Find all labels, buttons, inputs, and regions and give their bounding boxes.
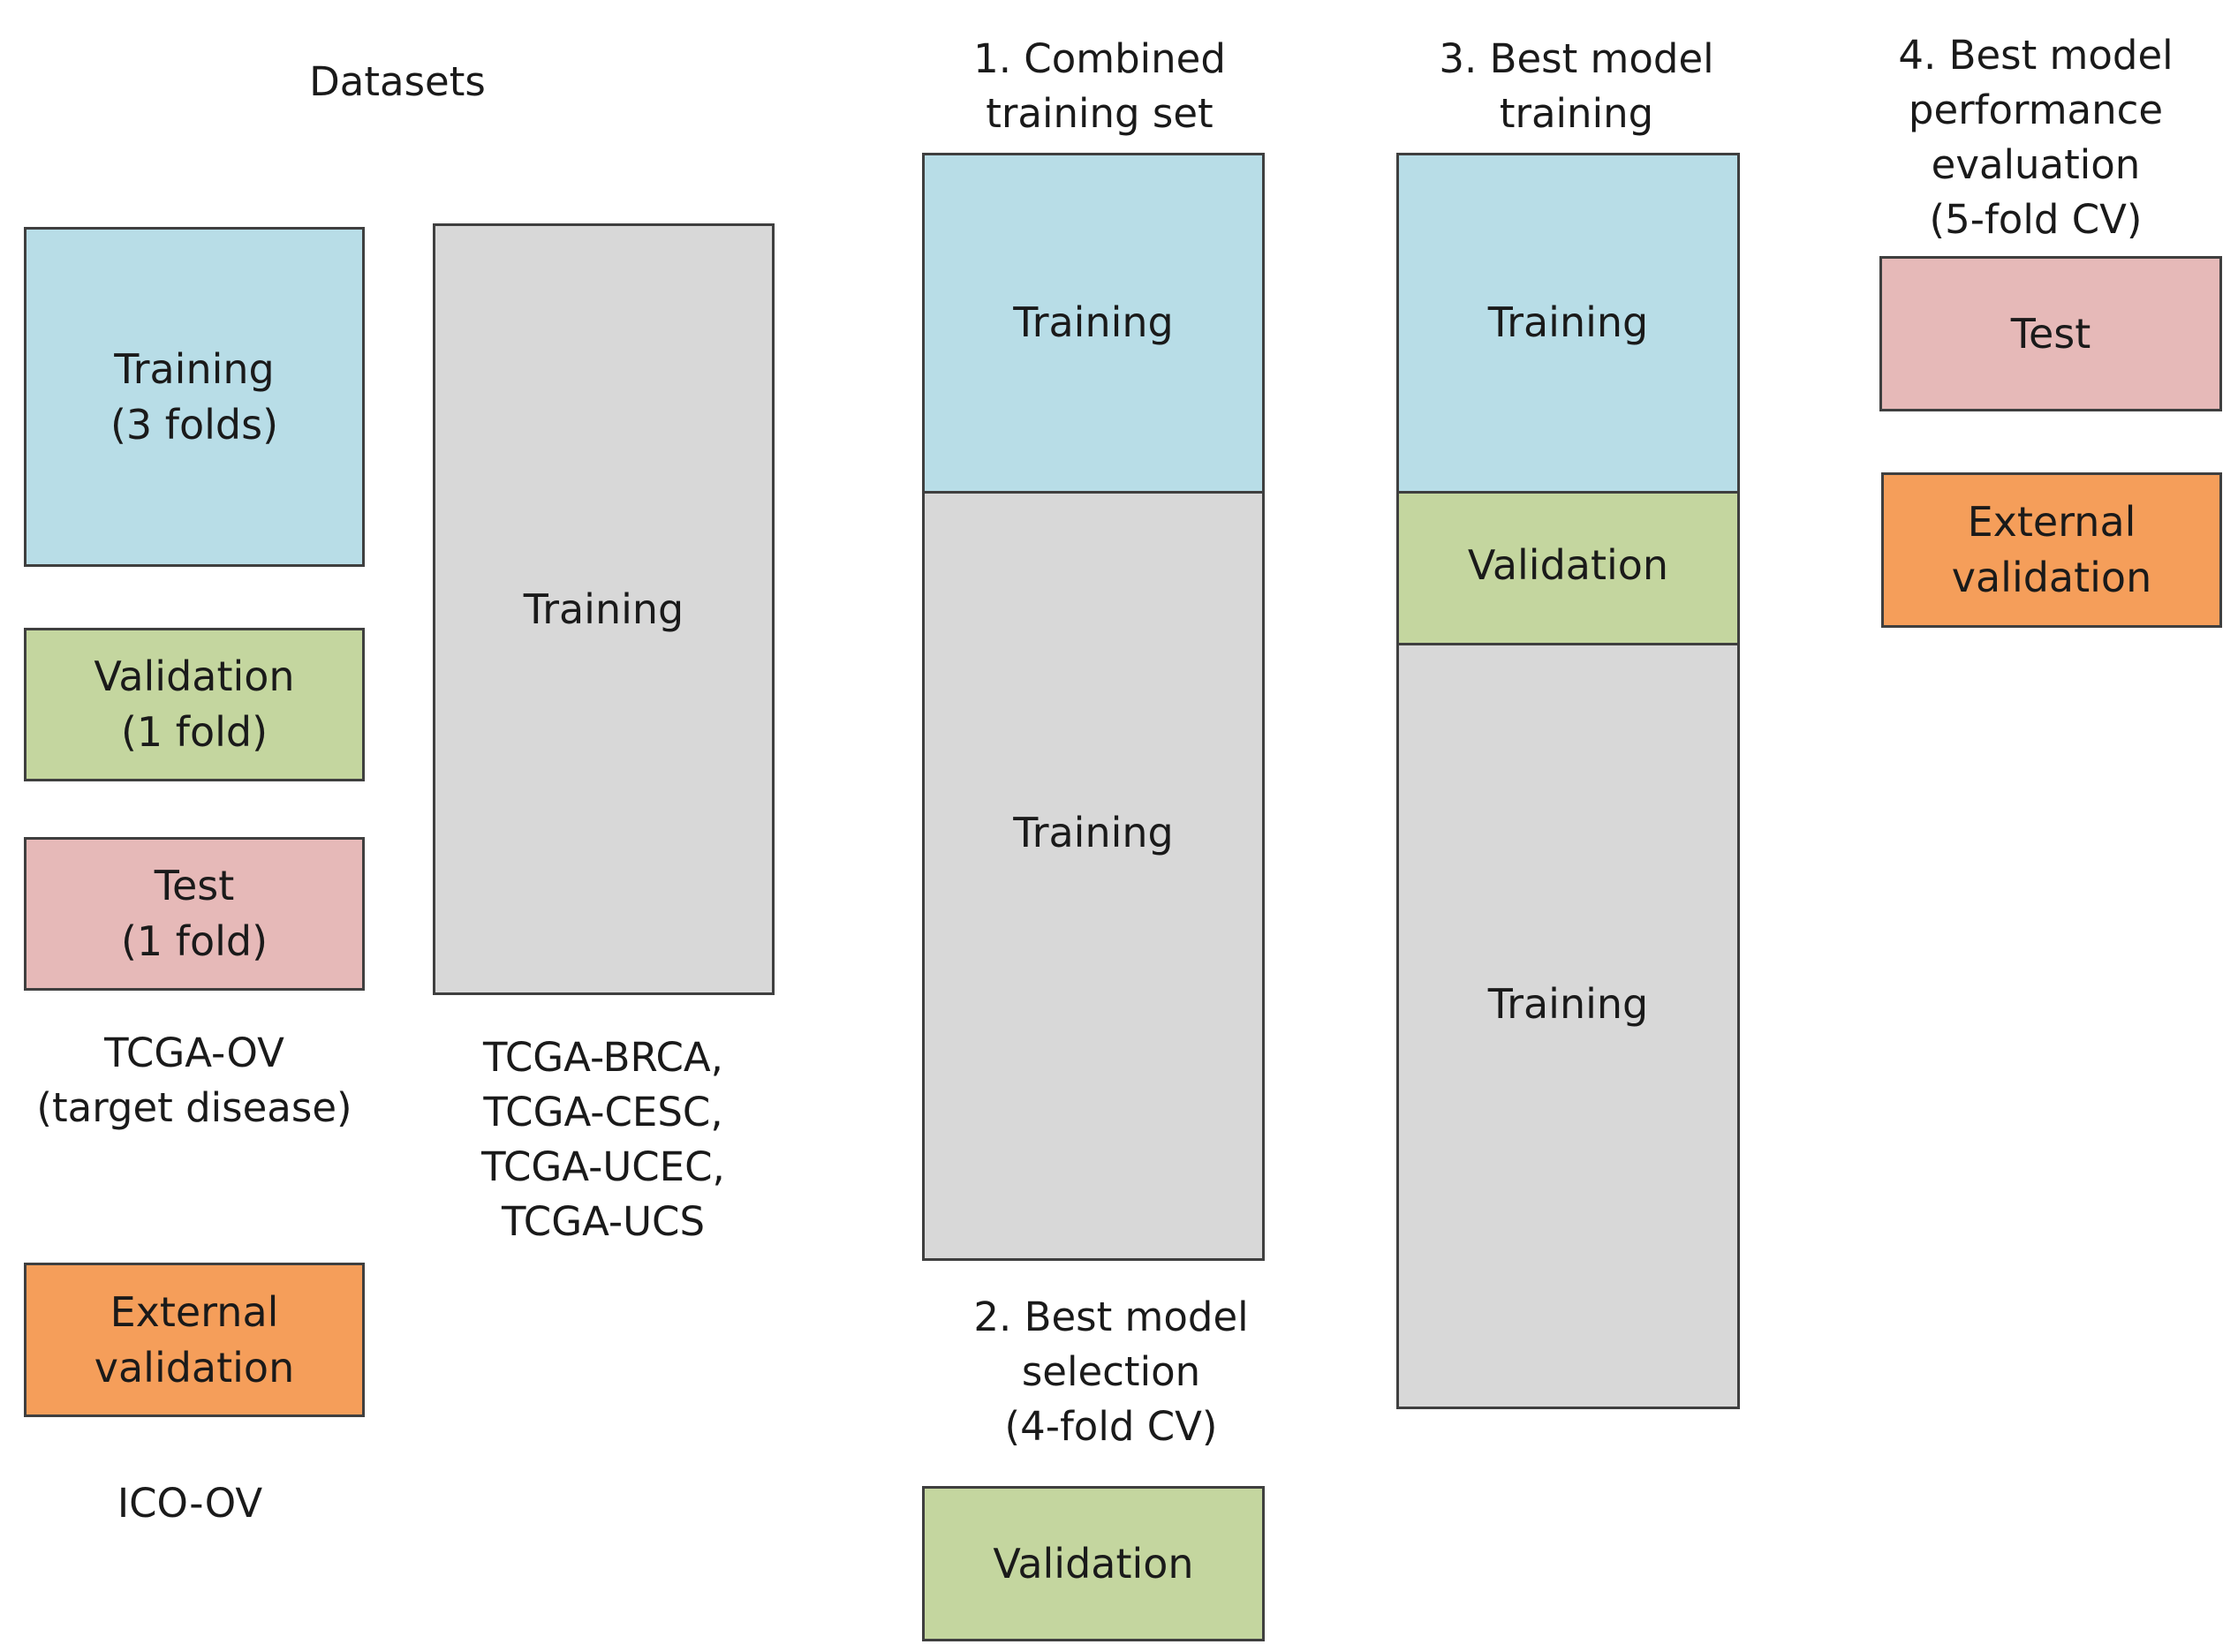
step4-external-validation-box: External validation [1881, 472, 2222, 628]
target-test-box: Test (1 fold) [24, 837, 365, 991]
step4-test-box: Test [1879, 256, 2222, 411]
best-training-target-segment: Training [1399, 155, 1737, 491]
combined-training-other-segment: Training [925, 491, 1262, 1258]
best-training-other-segment: Training [1399, 643, 1737, 1407]
target-validation-box: Validation (1 fold) [24, 628, 365, 781]
best-training-validation-label: Validation [1467, 540, 1669, 589]
external-dataset-box: External validation [24, 1263, 365, 1417]
target-training-box: Training (3 folds) [24, 227, 365, 567]
step1-header: 1. Combined training set [973, 35, 1226, 137]
other-dataset-caption: TCGA-BRCA, TCGA-CESC, TCGA-UCEC, TCGA-UC… [481, 1034, 725, 1245]
step2-validation-box: Validation [922, 1486, 1265, 1641]
best-model-training-box: Training Validation Training [1396, 153, 1740, 1409]
target-dataset-caption: TCGA-OV (target disease) [36, 1030, 352, 1131]
external-dataset-caption: ICO-OV [117, 1480, 263, 1527]
combined-training-other-label: Training [1013, 809, 1174, 856]
combined-training-target-label: Training [1013, 298, 1174, 346]
best-training-validation-segment: Validation [1399, 491, 1737, 645]
step4-header: 4. Best model performance evaluation (5-… [1898, 32, 2174, 243]
combined-training-target-segment: Training [925, 155, 1262, 491]
combined-training-set-box: Training Training [922, 153, 1265, 1261]
datasets-header: Datasets [309, 58, 486, 105]
other-training-box: Training [433, 223, 775, 995]
best-training-other-label: Training [1487, 979, 1649, 1028]
best-training-target-label: Training [1487, 298, 1649, 346]
step3-header: 3. Best model training [1439, 35, 1714, 137]
step2-header: 2. Best model selection (4-fold CV) [973, 1294, 1249, 1450]
